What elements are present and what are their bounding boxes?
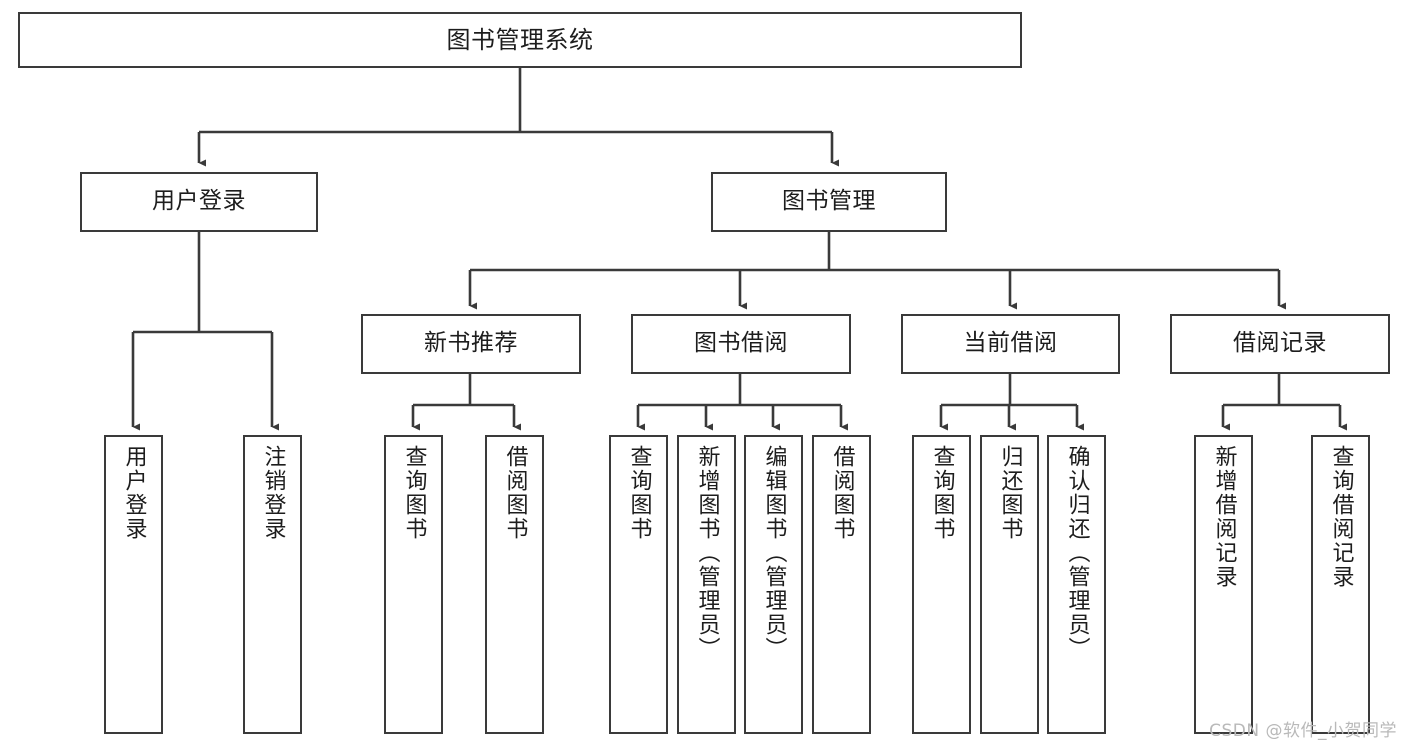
node-label: 查询图书 [401, 445, 427, 541]
leaf-current-return-book[interactable]: 归还图书 [980, 435, 1039, 734]
node-label: 图书管理系统 [446, 25, 594, 54]
leaf-newbook-borrow-book[interactable]: 借阅图书 [485, 435, 544, 734]
leaf-borrow-edit-book-admin[interactable]: 编辑图书（管理员） [744, 435, 803, 734]
node-label: 查询图书 [929, 445, 955, 541]
node-label: 注销登录 [260, 445, 286, 541]
node-label: 当前借阅 [963, 330, 1058, 357]
node-book-borrow[interactable]: 图书借阅 [631, 314, 851, 374]
node-label: 查询借阅记录 [1328, 445, 1354, 589]
node-book-management[interactable]: 图书管理 [711, 172, 947, 232]
node-label: 用户登录 [121, 445, 147, 541]
leaf-borrow-borrow-book[interactable]: 借阅图书 [812, 435, 871, 734]
leaf-current-confirm-return-admin[interactable]: 确认归还（管理员） [1047, 435, 1106, 734]
leaf-user-logout[interactable]: 注销登录 [243, 435, 302, 734]
node-root-system[interactable]: 图书管理系统 [18, 12, 1022, 68]
leaf-user-login[interactable]: 用户登录 [104, 435, 163, 734]
watermark: CSDN @软件_小贺同学 [1209, 721, 1397, 741]
node-label: 编辑图书（管理员） [761, 445, 787, 661]
node-new-book-recommend[interactable]: 新书推荐 [361, 314, 581, 374]
node-label: 图书借阅 [694, 330, 788, 357]
node-label: 图书管理 [782, 188, 876, 215]
node-label: 确认归还（管理员） [1064, 445, 1090, 661]
leaf-borrow-add-book-admin[interactable]: 新增图书（管理员） [677, 435, 736, 734]
leaf-record-query-borrow-record[interactable]: 查询借阅记录 [1311, 435, 1370, 734]
node-current-borrow[interactable]: 当前借阅 [901, 314, 1120, 374]
leaf-borrow-query-book[interactable]: 查询图书 [609, 435, 668, 734]
node-label: 用户登录 [152, 188, 246, 215]
node-label: 归还图书 [997, 445, 1023, 541]
node-label: 借阅图书 [829, 445, 855, 541]
leaf-newbook-query-book[interactable]: 查询图书 [384, 435, 443, 734]
node-label: 借阅图书 [502, 445, 528, 541]
node-user-login[interactable]: 用户登录 [80, 172, 318, 232]
node-borrow-record[interactable]: 借阅记录 [1170, 314, 1390, 374]
node-label: 借阅记录 [1233, 330, 1327, 357]
leaf-record-add-borrow-record[interactable]: 新增借阅记录 [1194, 435, 1253, 734]
node-label: 新增图书（管理员） [694, 445, 720, 661]
node-label: 查询图书 [626, 445, 652, 541]
node-label: 新增借阅记录 [1211, 445, 1237, 589]
node-label: 新书推荐 [424, 330, 518, 357]
leaf-current-query-book[interactable]: 查询图书 [912, 435, 971, 734]
